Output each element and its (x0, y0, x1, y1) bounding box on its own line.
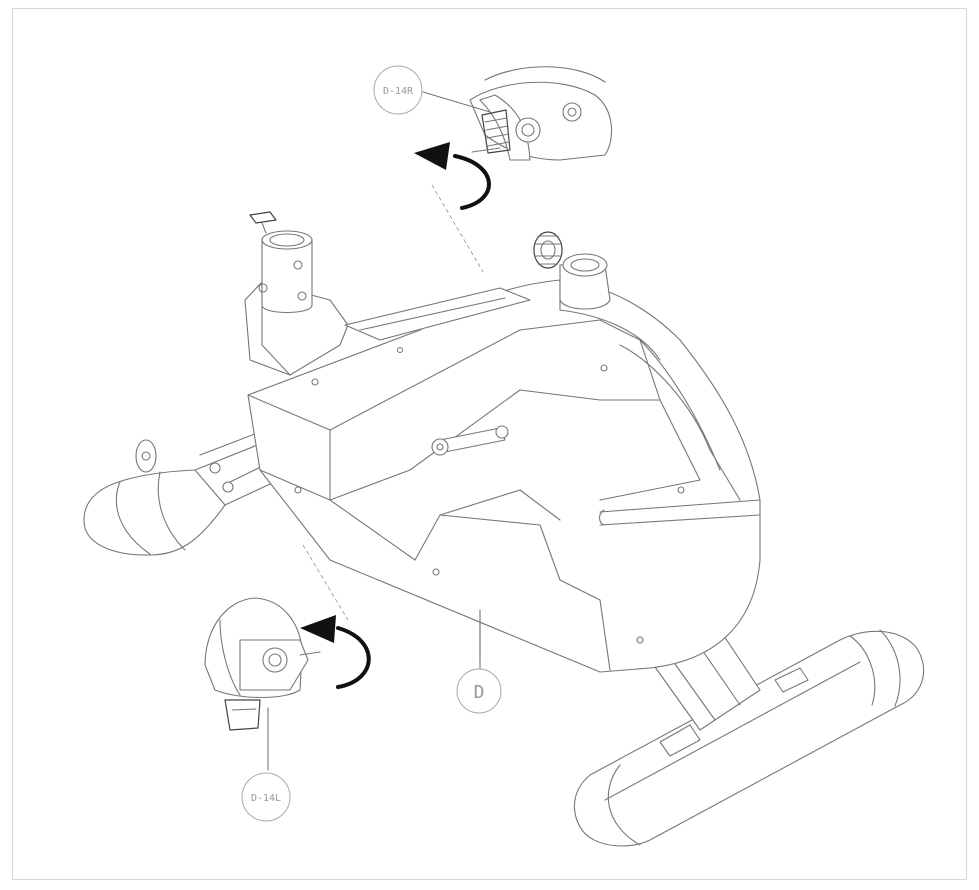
leader-lines (267, 91, 491, 771)
callout-d-label: D (474, 682, 485, 703)
callout-d14r-label: D-14R (383, 86, 414, 97)
adjustment-knob (533, 231, 563, 269)
crank-axle (431, 425, 509, 456)
callout-d14l-label: D-14L (251, 793, 281, 804)
front-stabilizer (573, 629, 925, 847)
handlebar-post (533, 231, 611, 310)
seat-post (244, 211, 349, 376)
right-pedal (469, 66, 613, 161)
left-pedal (204, 597, 321, 731)
top-rail (344, 287, 531, 341)
curved-arrow-icon (300, 615, 371, 689)
curved-arrow-icon (414, 142, 491, 210)
callout-d: D (456, 668, 502, 714)
callout-d14r: D-14R (373, 65, 423, 115)
main-body-frame (247, 279, 761, 673)
rear-stabilizer (83, 431, 301, 556)
callout-d14l: D-14L (241, 772, 291, 822)
